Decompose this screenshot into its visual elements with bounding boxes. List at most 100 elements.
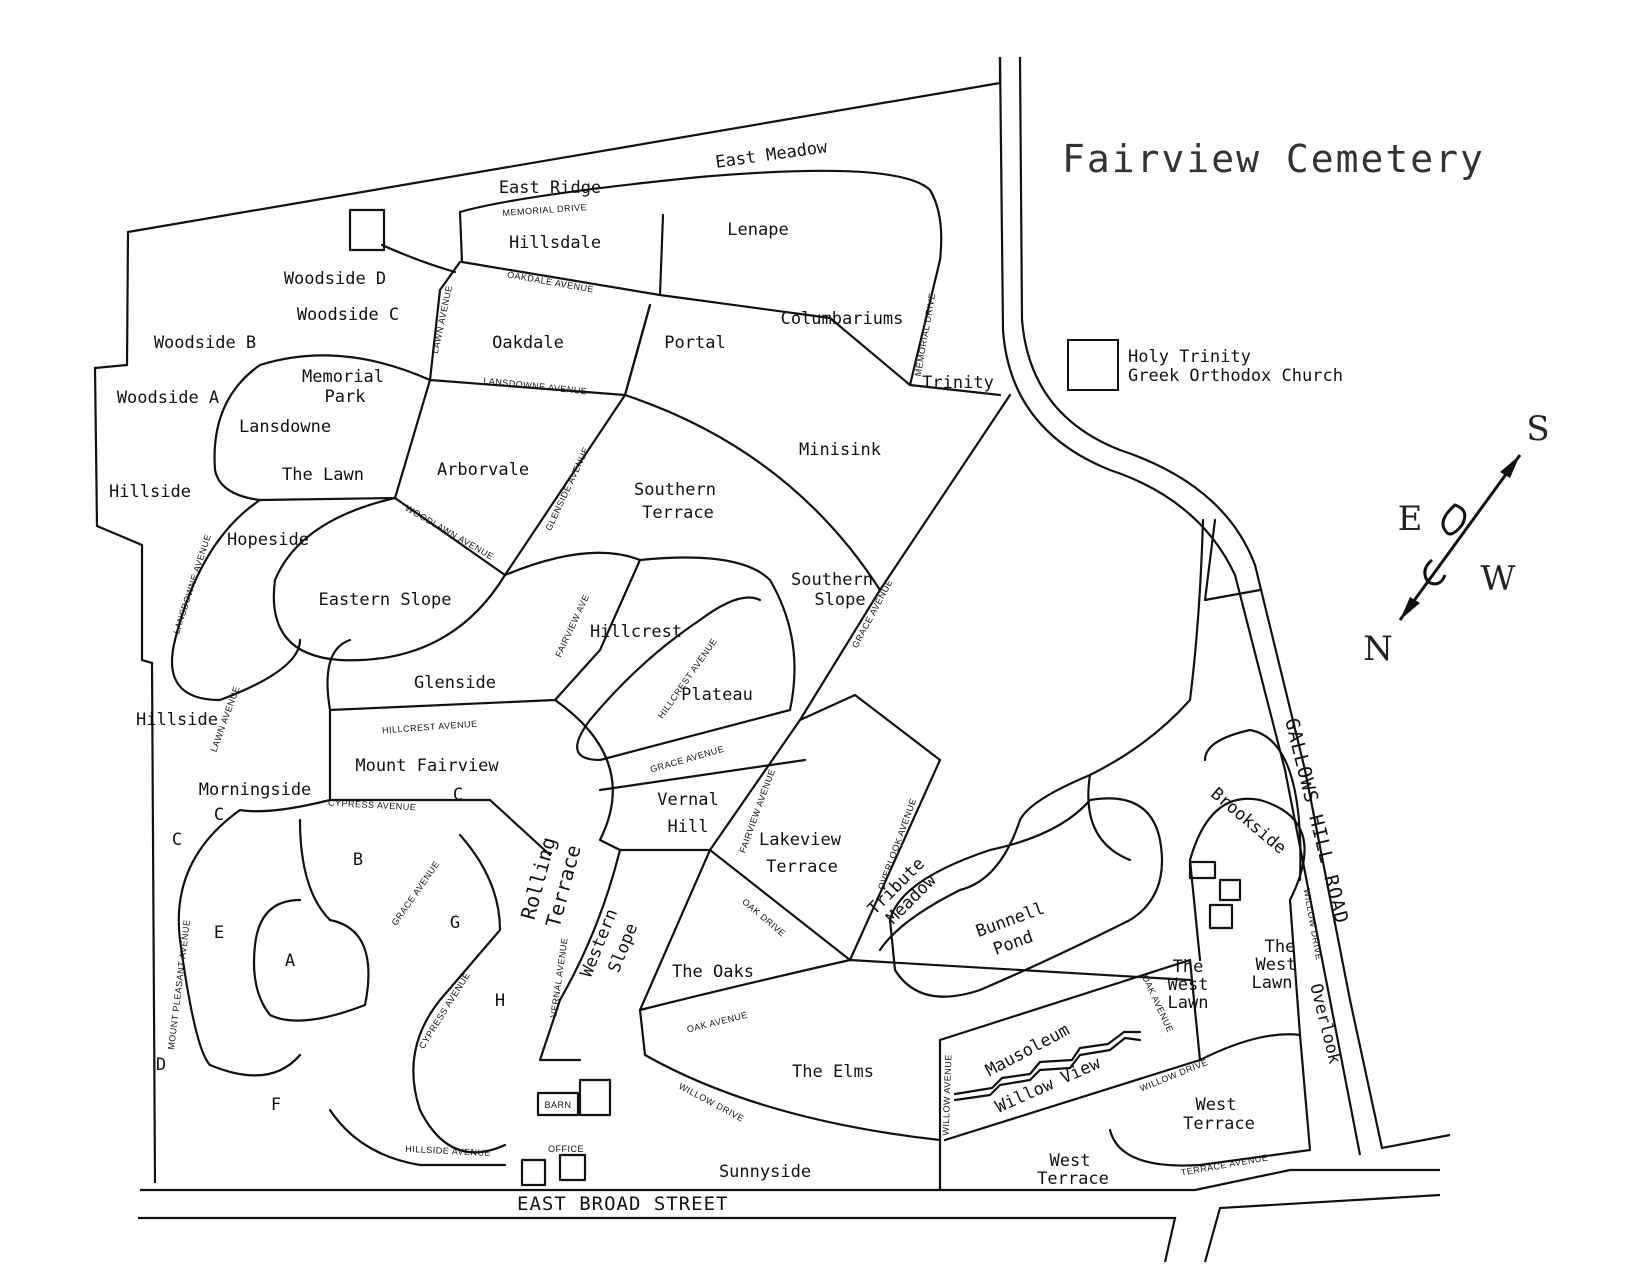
gallows-hill-road-west-edge [998, 56, 1362, 1156]
section-a: A [285, 951, 295, 971]
road-willow-avenue: WILLOW AVENUE [941, 1054, 954, 1136]
section-h: H [495, 991, 505, 1011]
section-arborvale: Arborvale [437, 460, 529, 480]
road-lawn-avenue-top: LAWN AVENUE [430, 284, 454, 354]
street-east-broad: EAST BROAD STREET [517, 1193, 728, 1215]
section-the-elms: The Elms [792, 1062, 874, 1082]
section-c-1: C [453, 785, 463, 805]
section-glenside: Glenside [414, 673, 496, 693]
road-oakdale-avenue: OAKDALE AVENUE [506, 269, 594, 294]
section-memorial-park-line1: Memorial [302, 367, 384, 387]
west-lawn-buildings [1188, 860, 1242, 930]
section-east-meadow: East Meadow [714, 137, 829, 173]
road-network [170, 169, 1312, 1192]
section-the-lawn: The Lawn [282, 465, 364, 485]
section-hillside-top: Hillside [109, 482, 191, 502]
road-oak-drive-top: OAK DRIVE [740, 897, 787, 939]
road-hillcrest-avenue-inner: HILLCREST AVENUE [656, 636, 719, 720]
road-woodlawn-avenue: WOODLAWN AVENUE [403, 503, 495, 562]
section-the-west-lawn-2-line2: West [1256, 955, 1297, 975]
section-hillcrest: Hillcrest [590, 622, 682, 642]
church-legend-box [1067, 339, 1119, 391]
section-d: D [156, 1055, 166, 1075]
section-c-2: C [214, 805, 224, 825]
section-the-west-lawn-1-line2: West [1168, 975, 1209, 995]
section-overlook: Overlook [1305, 982, 1344, 1066]
section-columbariums: Columbariums [781, 309, 904, 329]
section-f: F [271, 1095, 281, 1115]
road-terrace-avenue: TERRACE AVENUE [1180, 1152, 1269, 1177]
road-willow-drive-far: WILLOW DRIVE [1302, 888, 1324, 961]
section-southern-terrace-line2: Terrace [642, 503, 714, 523]
section-woodside-a: Woodside A [117, 388, 219, 408]
section-the-west-lawn-2-line1: The [1265, 937, 1296, 957]
section-southern-slope-line1: Southern [791, 570, 873, 590]
section-woodside-b: Woodside B [154, 333, 256, 353]
section-hillsdale: Hillsdale [509, 233, 601, 253]
section-sunnyside: Sunnyside [719, 1162, 811, 1182]
road-cypress-avenue-top: CYPRESS AVENUE [328, 798, 417, 813]
section-trinity: Trinity [922, 373, 994, 393]
section-c-3: C [172, 830, 182, 850]
section-woodside-d: Woodside D [284, 269, 386, 289]
section-west-terrace-2-line1: West [1050, 1151, 1091, 1171]
section-e: E [214, 923, 224, 943]
barn-building [536, 1091, 580, 1117]
church-legend-line1: Holy Trinity [1128, 347, 1251, 367]
road-fairview-ave-top: FAIRVIEW AVE [553, 593, 591, 659]
section-west-terrace-1-line2: Terrace [1183, 1114, 1255, 1134]
mausoleum-building [953, 1030, 1142, 1102]
section-the-oaks: The Oaks [672, 962, 754, 982]
road-cypress-avenue-lower: CYPRESS AVENUE [417, 970, 472, 1050]
section-g: G [450, 913, 460, 933]
road-hillside-avenue: HILLSIDE AVENUE [405, 1144, 491, 1158]
road-memorial-drive-right: MEMORIAL DRIVE [913, 292, 938, 377]
section-morningside: Morningside [199, 780, 312, 800]
section-the-west-lawn-2-line3: Lawn [1252, 973, 1293, 993]
compass-s: S [1526, 409, 1549, 449]
road-glenside-avenue: GLENSIDE AVENUE [543, 445, 591, 532]
barn-label: BARN [544, 1100, 571, 1110]
gallows-hill-road-east-edge [1018, 56, 1451, 1150]
street-gallows-hill: GALLOWS HILL ROAD [1280, 716, 1353, 927]
section-memorial-park-line2: Park [325, 387, 366, 407]
road-lansdowne-avenue-left: LANSDOWNE AVENUE [171, 533, 213, 635]
road-grace-avenue-left: GRACE AVENUE [390, 859, 442, 927]
section-portal: Portal [664, 333, 725, 353]
section-woodside-c: Woodside C [297, 305, 399, 325]
east-broad-street-south-edge [138, 1193, 1441, 1263]
section-eastern-slope: Eastern Slope [318, 590, 451, 610]
road-grace-avenue-mid: GRACE AVENUE [649, 744, 725, 775]
section-vernal-hill-line1: Vernal [657, 790, 718, 810]
road-memorial-drive-top: MEMORIAL DRIVE [502, 202, 587, 218]
section-vernal-hill-line2: Hill [668, 817, 709, 837]
section-hopeside: Hopeside [227, 530, 309, 550]
section-mount-fairview: Mount Fairview [355, 756, 499, 776]
section-the-west-lawn-1-line1: The [1173, 957, 1204, 977]
section-west-terrace-1-line1: West [1196, 1095, 1237, 1115]
bunnell-pond [888, 797, 1164, 998]
road-oak-avenue: OAK AVENUE [686, 1010, 749, 1035]
compass-rose: S E W N [1363, 409, 1550, 669]
section-lakeview-terrace-line2: Terrace [766, 857, 838, 877]
section-lakeview-terrace-line1: Lakeview [759, 830, 842, 850]
section-lansdowne: Lansdowne [239, 417, 331, 437]
road-mount-pleasant-avenue: MOUNT PLEASANT AVENUE [166, 919, 192, 1050]
east-broad-street-north-edge [140, 1168, 1440, 1192]
section-the-west-lawn-1-line3: Lawn [1168, 993, 1209, 1013]
compass-e: E [1398, 499, 1423, 539]
road-hillcrest-avenue-lower: HILLCREST AVENUE [382, 719, 478, 736]
section-lenape: Lenape [727, 220, 788, 240]
section-hillside-bottom: Hillside [136, 710, 218, 730]
section-brookside: Brookside [1207, 784, 1290, 859]
map-title: Fairview Cemetery [1062, 137, 1485, 181]
barn-annex [578, 1078, 612, 1117]
section-b: B [353, 850, 363, 870]
section-plateau: Plateau [681, 685, 753, 705]
section-southern-slope-line2: Slope [814, 590, 865, 610]
road-vernal-avenue: VERNAL AVENUE [548, 937, 569, 1018]
road-lansdowne-avenue-top: LANSDOWNE AVENUE [483, 376, 588, 397]
section-oakdale: Oakdale [492, 333, 564, 353]
section-southern-terrace-line1: Southern [634, 480, 716, 500]
